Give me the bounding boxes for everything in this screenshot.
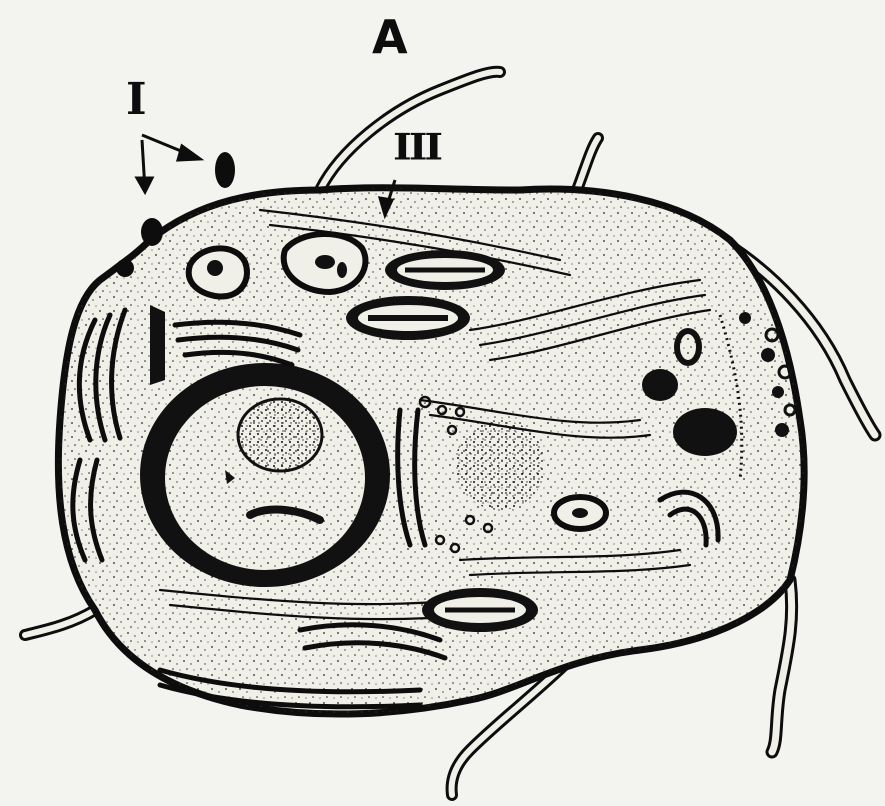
label-one: I (126, 78, 147, 122)
mitochondrion (385, 250, 505, 290)
golgi-pointer (150, 305, 165, 385)
dense-granule (673, 408, 737, 456)
mitochondrion (346, 296, 470, 340)
figure-title: A (372, 14, 408, 60)
dense-granule (642, 369, 678, 401)
nucleus (140, 363, 390, 587)
label-three: III (393, 130, 440, 166)
nucleolus (238, 399, 322, 471)
mitochondrion (422, 588, 538, 632)
